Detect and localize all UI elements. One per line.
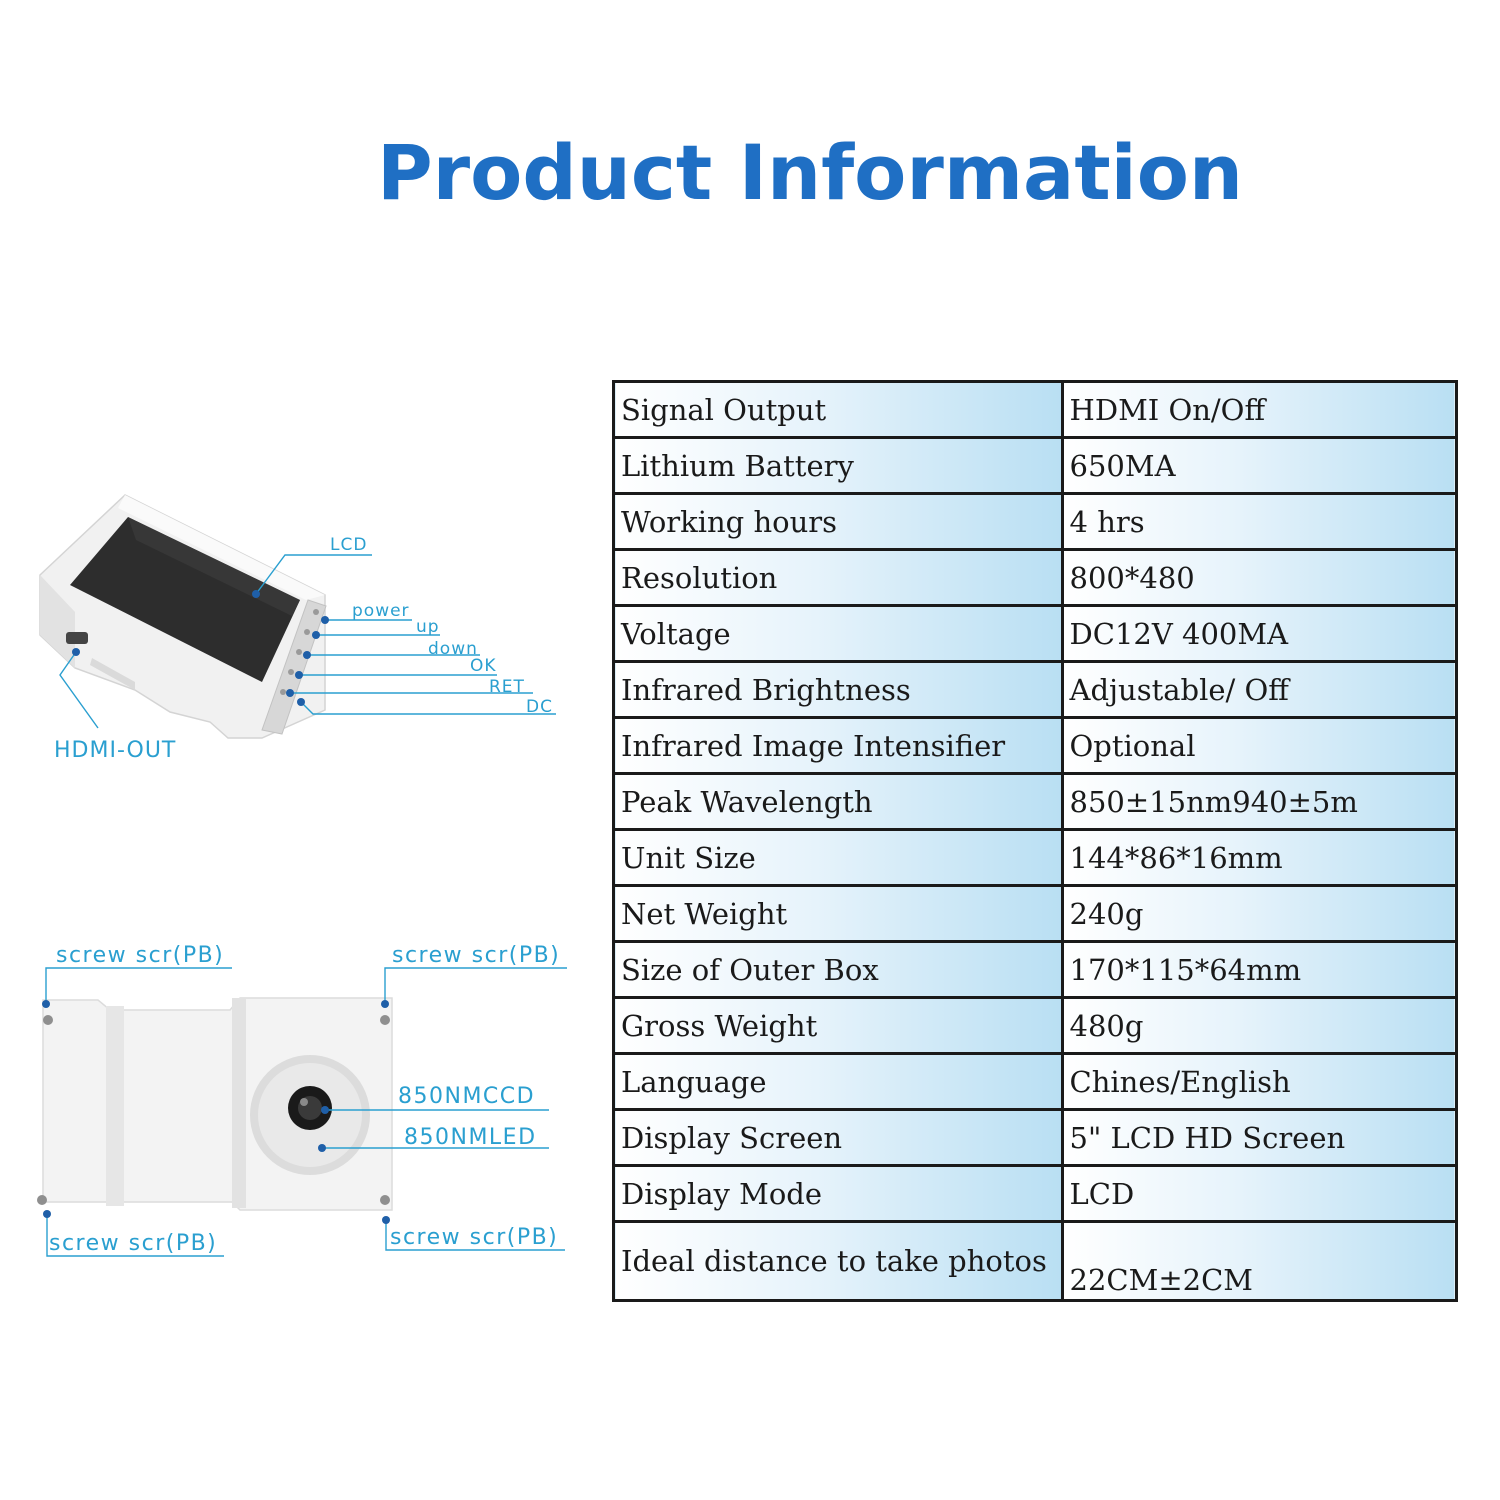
spec-label: Voltage — [612, 604, 1064, 663]
spec-label: Peak Wavelength — [612, 772, 1064, 831]
spec-value: Chines/English — [1060, 1052, 1459, 1111]
table-row: Signal Output HDMI On/Off — [612, 380, 1459, 439]
label-screw-bottom-left: screw scr(PB) — [49, 1231, 218, 1256]
table-row: Lithium Battery 650MA — [612, 436, 1459, 495]
spec-value: HDMI On/Off — [1060, 380, 1459, 439]
spec-label: Ideal distance to take photos — [612, 1220, 1064, 1302]
label-hdmi-out: HDMI-OUT — [54, 738, 177, 763]
screw-top-left — [43, 1015, 53, 1025]
spec-value: 4 hrs — [1060, 492, 1459, 551]
hdmi-port — [66, 632, 88, 644]
device-front-view — [39, 494, 556, 739]
table-row: Language Chines/English — [612, 1052, 1459, 1111]
device-illustration — [37, 494, 567, 1257]
spec-value: 650MA — [1060, 436, 1459, 495]
spec-label: Size of Outer Box — [612, 940, 1064, 999]
spec-value: DC12V 400MA — [1060, 604, 1459, 663]
label-screw-bottom-right: screw scr(PB) — [390, 1225, 559, 1250]
spec-label: Infrared Brightness — [612, 660, 1064, 719]
table-row: Gross Weight 480g — [612, 996, 1459, 1055]
spec-value: LCD — [1060, 1164, 1459, 1223]
label-down: down — [428, 639, 478, 659]
table-row: Display Mode LCD — [612, 1164, 1459, 1223]
screw-top-right — [380, 1015, 390, 1025]
screw-bottom-right — [380, 1195, 390, 1205]
spec-label: Signal Output — [612, 380, 1064, 439]
table-row: Ideal distance to take photos 22CM±2CM — [612, 1220, 1459, 1302]
table-row: Infrared Brightness Adjustable/ Off — [612, 660, 1459, 719]
spec-label: Infrared Image Intensifier — [612, 716, 1064, 775]
device-back-view — [37, 967, 567, 1257]
table-row: Size of Outer Box 170*115*64mm — [612, 940, 1459, 999]
spec-value: Optional — [1060, 716, 1459, 775]
label-screw-top-right: screw scr(PB) — [392, 943, 561, 968]
label-ok: OK — [470, 656, 497, 676]
table-row: Net Weight 240g — [612, 884, 1459, 943]
spec-label: Display Screen — [612, 1108, 1064, 1167]
lcd-screen — [70, 517, 300, 682]
page-title: Product Information — [376, 128, 1244, 217]
spec-label: Working hours — [612, 492, 1064, 551]
table-row: Resolution 800*480 — [612, 548, 1459, 607]
spec-value: 170*115*64mm — [1060, 940, 1459, 999]
spec-value: 22CM±2CM — [1060, 1220, 1459, 1302]
spec-label: Net Weight — [612, 884, 1064, 943]
spec-value: 5" LCD HD Screen — [1060, 1108, 1459, 1167]
table-row: Unit Size 144*86*16mm — [612, 828, 1459, 887]
label-screw-top-left: screw scr(PB) — [56, 943, 225, 968]
table-row: Display Screen 5" LCD HD Screen — [612, 1108, 1459, 1167]
label-850nmled: 850NMLED — [404, 1125, 537, 1150]
spec-label: Resolution — [612, 548, 1064, 607]
label-ret: RET — [489, 677, 525, 697]
spec-value: 800*480 — [1060, 548, 1459, 607]
label-lcd: LCD — [330, 535, 368, 555]
spec-label: Language — [612, 1052, 1064, 1111]
table-row: Voltage DC12V 400MA — [612, 604, 1459, 663]
spec-value: Adjustable/ Off — [1060, 660, 1459, 719]
spec-value: 480g — [1060, 996, 1459, 1055]
spec-value: 850±15nm940±5m — [1060, 772, 1459, 831]
spec-value: 240g — [1060, 884, 1459, 943]
label-up: up — [416, 617, 440, 637]
spec-table: Signal Output HDMI On/Off Lithium Batter… — [612, 380, 1459, 1302]
label-850nmccd: 850NMCCD — [398, 1084, 536, 1109]
spec-value: 144*86*16mm — [1060, 828, 1459, 887]
table-row: Working hours 4 hrs — [612, 492, 1459, 551]
spec-label: Display Mode — [612, 1164, 1064, 1223]
table-row: Peak Wavelength 850±15nm940±5m — [612, 772, 1459, 831]
device-diagrams: LCD power up down OK RET DC HDMI-OUT scr… — [0, 0, 600, 1500]
table-row: Infrared Image Intensifier Optional — [612, 716, 1459, 775]
label-dc: DC — [526, 697, 553, 717]
label-power: power — [352, 601, 410, 621]
spec-label: Unit Size — [612, 828, 1064, 887]
spec-label: Gross Weight — [612, 996, 1064, 1055]
screw-bottom-left — [37, 1195, 47, 1205]
spec-label: Lithium Battery — [612, 436, 1064, 495]
